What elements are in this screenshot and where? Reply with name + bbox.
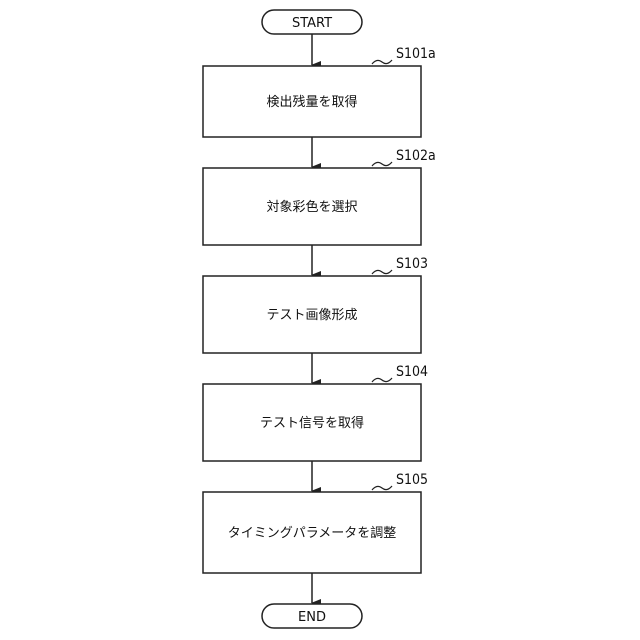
step-id-s105: S105 [396, 472, 428, 488]
step-id-s101a: S101a [396, 46, 436, 62]
start-label: START [292, 16, 332, 31]
step-box-s101a: 検出残量を取得 [203, 66, 421, 137]
step-label-s101a: 検出残量を取得 [266, 94, 357, 110]
step-leader-s102a [372, 162, 392, 166]
step-id-s104: S104 [396, 364, 428, 380]
step-box-s105: タイミングパラメータを調整 [203, 492, 421, 573]
start-terminal: START [262, 10, 362, 34]
end-label: END [298, 610, 326, 625]
step-leader-s104 [372, 378, 392, 382]
step-box-s104: テスト信号を取得 [203, 384, 421, 461]
step-leader-s101a [372, 60, 392, 64]
step-label-s102a: 対象彩色を選択 [266, 199, 357, 215]
end-terminal: END [262, 604, 362, 628]
step-box-s103: テスト画像形成 [203, 276, 421, 353]
step-label-s105: タイミングパラメータを調整 [228, 526, 397, 541]
step-leader-s105 [372, 486, 392, 490]
step-label-s103: テスト画像形成 [266, 308, 357, 323]
step-label-s104: テスト信号を取得 [260, 415, 364, 431]
step-box-s102a: 対象彩色を選択 [203, 168, 421, 245]
step-leader-s103 [372, 270, 392, 274]
step-id-s102a: S102a [396, 148, 436, 164]
step-id-s103: S103 [396, 256, 428, 272]
